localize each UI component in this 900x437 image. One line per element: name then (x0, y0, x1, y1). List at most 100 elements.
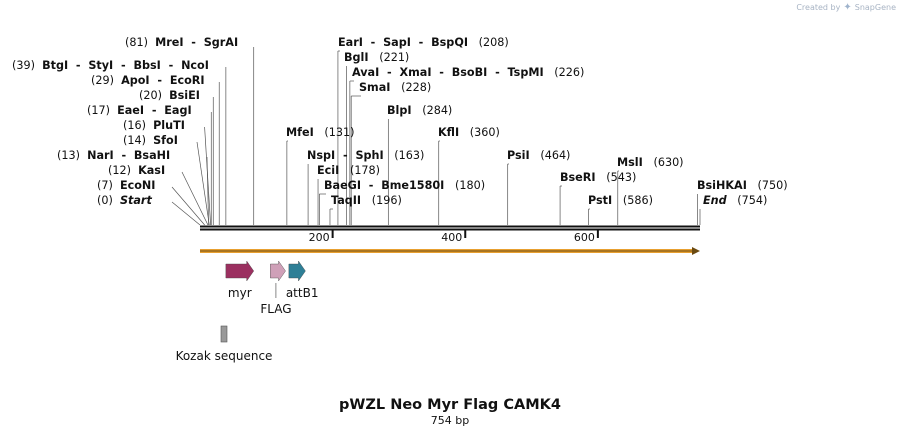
enzyme-name: AvaI (352, 66, 379, 79)
feature-box-kozak (220, 325, 228, 343)
restriction-site-kfli: KflI (360) (438, 126, 500, 225)
restriction-site-sfoi: (14) SfoI (123, 134, 210, 226)
site-position: (196) (361, 194, 402, 207)
site-label-smai: SmaI (228) (359, 81, 431, 94)
site-label-psii: PsiI (464) (507, 149, 570, 162)
enzyme-name: MslI (617, 156, 643, 169)
site-position: (17) (87, 104, 117, 117)
restriction-site-msli: MslI (630) (617, 156, 684, 225)
restriction-site-apoi: (29) ApoI - EcoRI (91, 74, 220, 225)
enzyme-separator: - (363, 36, 383, 49)
enzyme-name: NspI (307, 149, 335, 162)
enzyme-name: SphI (355, 149, 383, 162)
enzyme-name: PluTI (153, 119, 185, 132)
enzyme-name: StyI (88, 59, 113, 72)
site-leader-line (171, 201, 201, 226)
enzyme-separator: - (432, 66, 452, 79)
enzyme-name: BsoBI (452, 66, 488, 79)
feature-kozak: Kozak sequence (176, 325, 273, 363)
enzyme-separator: - (161, 59, 181, 72)
site-position: (221) (369, 51, 410, 64)
enzyme-name: BsaHI (134, 149, 170, 162)
enzyme-name: KflI (438, 126, 459, 139)
site-label-eaei: (17) EaeI - EagI (87, 104, 192, 117)
enzyme-name: EciI (317, 164, 339, 177)
enzyme-name: EcoRI (170, 74, 205, 87)
site-label-start: (0) Start (97, 194, 152, 207)
enzyme-name: PsiI (507, 149, 530, 162)
site-label-kfli: KflI (360) (438, 126, 500, 139)
site-position: (163) (384, 149, 425, 162)
restriction-site-kasi: (12) KasI (108, 164, 209, 226)
enzyme-name: ApoI (121, 74, 150, 87)
site-position: (464) (530, 149, 571, 162)
enzyme-name: BglI (344, 51, 369, 64)
restriction-site-end: End (754) (699, 194, 767, 225)
restriction-site-ecii: EciI (178) (317, 164, 380, 225)
enzyme-separator: - (361, 179, 381, 192)
site-label-bsihkai: BsiHKAI (750) (697, 179, 788, 192)
restriction-site-eaei: (17) EaeI - EagI (87, 104, 212, 225)
site-position: (208) (468, 36, 509, 49)
feature-label-attb1: attB1 (286, 286, 319, 300)
feature-label-myr: myr (228, 286, 252, 300)
restriction-site-baegi: BaeGI - Bme1580I (180) (319, 179, 485, 225)
site-label-econi: (7) EcoNI (97, 179, 155, 192)
site-position: (360) (459, 126, 500, 139)
feature-myr: myr (225, 260, 254, 300)
map-title: pWZL Neo Myr Flag CAMK4 (339, 397, 561, 413)
restriction-site-bsihkai: BsiHKAI (750) (696, 179, 788, 225)
restriction-site-psti: PstI (586) (588, 194, 653, 225)
site-position: (630) (643, 156, 684, 169)
axis-tick-label: 200 (309, 231, 330, 244)
enzyme-separator: - (379, 66, 399, 79)
restriction-site-smai: SmaI (228) (350, 81, 431, 225)
site-position: (543) (596, 171, 637, 184)
enzyme-name: EaeI (117, 104, 144, 117)
site-label-mrei: (81) MreI - SgrAI (125, 36, 238, 49)
restriction-site-econi: (7) EcoNI (97, 179, 205, 226)
enzyme-name: SgrAI (204, 36, 238, 49)
enzyme-name: BaeGI (324, 179, 361, 192)
site-position: (586) (612, 194, 653, 207)
site-position: (39) (12, 59, 42, 72)
site-label-mfei: MfeI (131) (286, 126, 355, 139)
site-label-btgi: (39) BtgI - StyI - BbsI - NcoI (12, 59, 209, 72)
enzyme-name: SapI (383, 36, 411, 49)
restriction-site-nari: (13) NarI - BsaHI (57, 149, 209, 226)
enzyme-name: NcoI (181, 59, 209, 72)
site-label-sfoi: (14) SfoI (123, 134, 178, 147)
feature-label-kozak: Kozak sequence (176, 349, 273, 363)
snapgene-watermark: Created by ✦ SnapGene (796, 2, 896, 13)
enzyme-separator: - (114, 149, 134, 162)
site-position: (0) (97, 194, 120, 207)
site-leader-line (171, 186, 205, 226)
enzyme-name: TaqII (331, 194, 361, 207)
site-label-pluti: (16) PluTI (123, 119, 185, 132)
feature-attb1: attB1 (286, 260, 319, 300)
restriction-site-bseri: BseRI (543) (559, 171, 637, 225)
watermark-brand: SnapGene (854, 3, 896, 12)
site-position: (7) (97, 179, 120, 192)
enzyme-separator: - (150, 74, 170, 87)
site-label-ecii: EciI (178) (317, 164, 380, 177)
enzyme-separator: - (68, 59, 88, 72)
site-label-blpi: BlpI (284) (387, 104, 452, 117)
orf-arrowhead (692, 247, 700, 255)
site-label-nari: (13) NarI - BsaHI (57, 149, 170, 162)
site-position: (180) (444, 179, 485, 192)
site-position: (81) (125, 36, 155, 49)
site-label-avai: AvaI - XmaI - BsoBI - TspMI (226) (352, 66, 584, 79)
axis-tick-label: 400 (441, 231, 462, 244)
site-label-nspi: NspI - SphI (163) (307, 149, 424, 162)
enzyme-name: SfoI (153, 134, 178, 147)
feature-flag: FLAG (260, 260, 292, 316)
enzyme-name: NarI (87, 149, 114, 162)
enzyme-name: End (703, 194, 728, 207)
enzyme-separator: - (487, 66, 507, 79)
enzyme-name: BsiHKAI (697, 179, 747, 192)
site-label-baegi: BaeGI - Bme1580I (180) (324, 179, 485, 192)
enzyme-name: EarI (338, 36, 363, 49)
restriction-site-eari: EarI - SapI - BspQI (208) (337, 36, 509, 225)
